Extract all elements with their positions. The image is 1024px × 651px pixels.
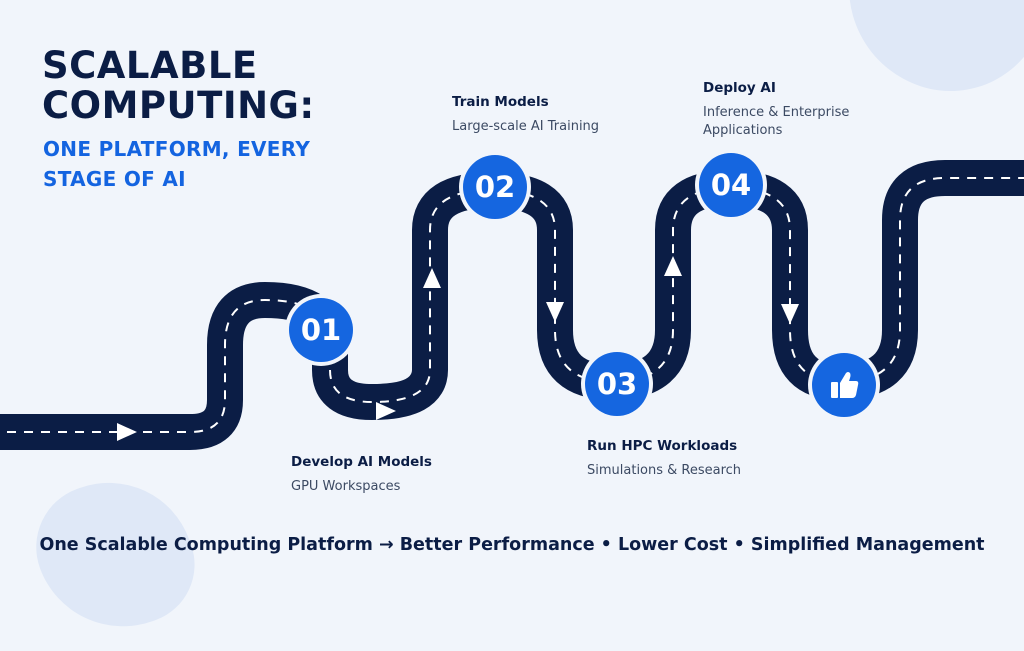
step-description-line: Inference & Enterprise	[703, 105, 850, 120]
direction-arrow-up	[664, 256, 682, 276]
page-title: SCALABLE COMPUTING:	[42, 46, 315, 126]
step-title: Develop AI Models	[291, 454, 432, 470]
winding-road	[0, 160, 1024, 450]
step-description: Inference & Enterprise Applications	[703, 104, 849, 140]
direction-arrow-down	[546, 302, 564, 322]
step-badge-01: 01	[289, 298, 353, 362]
step-title: Train Models	[452, 94, 549, 110]
step-description-line: Applications	[703, 123, 783, 138]
step-description: GPU Workspaces	[291, 479, 401, 494]
title-line: COMPUTING:	[42, 84, 315, 127]
step-title: Run HPC Workloads	[587, 438, 738, 454]
subtitle-line: ONE PLATFORM, EVERY	[43, 137, 311, 161]
step-badge-03: 03	[585, 352, 649, 416]
footer-tagline: One Scalable Computing Platform → Better…	[39, 535, 985, 555]
step-badge-02: 02	[463, 155, 527, 219]
step-description: Large-scale AI Training	[452, 119, 600, 134]
finish-badge	[812, 353, 876, 417]
direction-arrow-down	[781, 304, 799, 324]
title-line: SCALABLE	[42, 44, 258, 87]
step-04-label: Deploy AI Inference & Enterprise Applica…	[703, 80, 849, 140]
step-title: Deploy AI	[703, 80, 776, 96]
direction-arrow-right	[376, 402, 396, 420]
step-03-label: Run HPC Workloads Simulations & Research	[587, 438, 741, 480]
subtitle-line: STAGE OF AI	[43, 167, 186, 191]
step-description: Simulations & Research	[587, 463, 742, 478]
step-badge-04: 04	[699, 153, 763, 217]
page-subtitle: ONE PLATFORM, EVERY STAGE OF AI	[43, 134, 373, 194]
thumbs-up-icon	[831, 372, 859, 398]
step-02-label: Train Models Large-scale AI Training	[452, 94, 599, 136]
direction-arrow-right	[117, 423, 137, 441]
step-01-label: Develop AI Models GPU Workspaces	[291, 454, 432, 496]
direction-arrow-up	[423, 268, 441, 288]
